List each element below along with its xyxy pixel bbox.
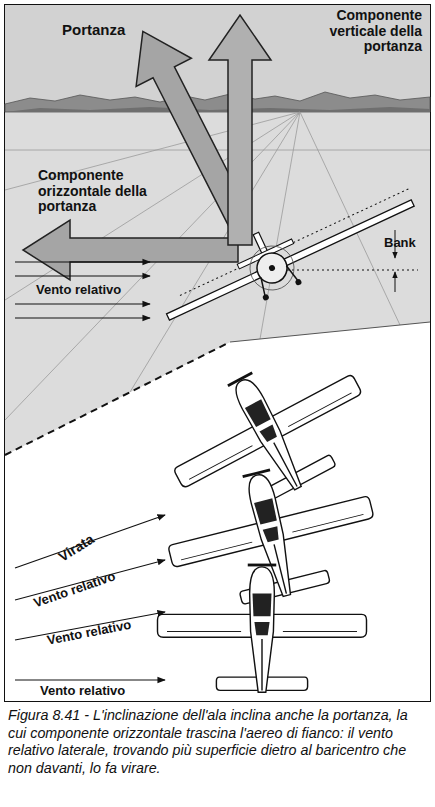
wheel <box>294 278 302 286</box>
spinner <box>268 264 276 272</box>
force-label: Componente orizzontale della portanza <box>38 168 178 215</box>
landing-gear <box>257 278 268 296</box>
wind-arrow <box>15 303 150 304</box>
figure-caption: Figura 8.41 - L'inclinazione dell'ala in… <box>8 707 428 777</box>
landing-gear <box>286 264 297 282</box>
wind-arrow <box>15 275 150 276</box>
horizontal-lift-arrow <box>23 220 238 280</box>
force-label: Componente verticale della portanza <box>292 8 422 55</box>
perspective-line <box>5 112 300 420</box>
figure-frame <box>5 5 431 702</box>
fuselage <box>252 248 292 288</box>
wind-arrow <box>15 317 150 318</box>
mountain-base <box>5 107 430 112</box>
propeller-disc <box>243 239 301 297</box>
bank-arrow <box>395 272 396 292</box>
wind-arrow <box>15 261 150 262</box>
wing <box>167 200 415 320</box>
wing-reference <box>180 188 411 296</box>
plane-top-view <box>158 565 367 692</box>
arrow-shape <box>209 15 271 245</box>
wind-label: Vento relativo <box>36 283 156 298</box>
wind-label: Vento relativo <box>40 684 160 699</box>
perspective-line <box>260 112 300 339</box>
plane-front-view <box>152 166 429 341</box>
arrow-shape <box>23 220 238 280</box>
bank-label: Bank <box>384 236 429 251</box>
panel-separator <box>5 342 230 455</box>
vertical-lift-arrow <box>209 15 271 245</box>
horizon-reference <box>282 270 418 271</box>
mountains <box>5 92 430 112</box>
force-label: Portanza <box>62 22 162 39</box>
wind-arrow <box>15 679 165 680</box>
panel-edge <box>230 322 430 342</box>
wheel <box>262 293 270 301</box>
sky-panel <box>5 5 430 455</box>
